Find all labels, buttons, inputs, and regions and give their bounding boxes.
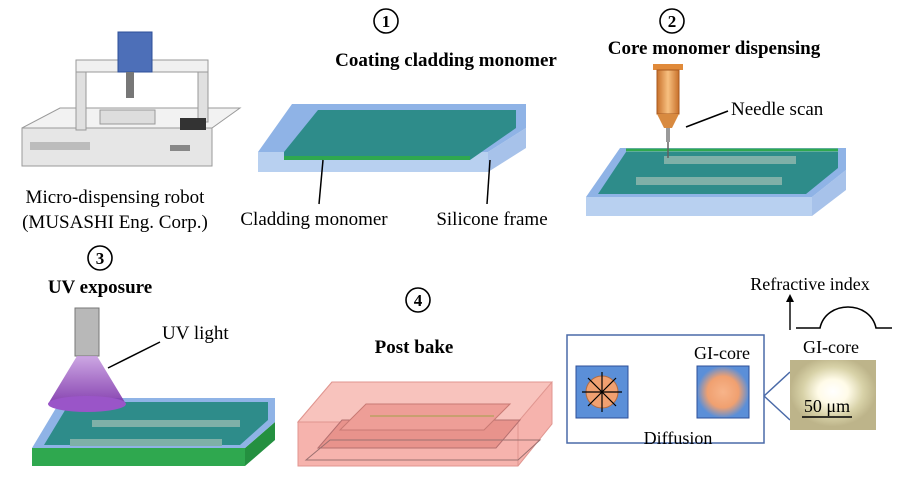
step-1-number: 1: [373, 8, 399, 34]
frame-leader-line: [486, 159, 491, 205]
gi-core-photo: [790, 360, 876, 430]
gi-core-small-label: GI-core: [694, 343, 750, 363]
svg-text:2: 2: [668, 12, 677, 31]
syringe-icon: [653, 64, 683, 158]
step-3-number: 3: [87, 245, 113, 271]
step-2-substrate: [586, 148, 846, 216]
step-1-cladding-substrate: [258, 104, 526, 172]
refractive-index-label: Refractive index: [750, 274, 869, 294]
step-2-title: Core monomer dispensing: [608, 38, 821, 59]
svg-text:1: 1: [382, 12, 391, 31]
svg-text:4: 4: [414, 291, 423, 310]
svg-text:3: 3: [96, 249, 105, 268]
cladding-monomer-label: Cladding monomer: [240, 209, 388, 230]
diffusion-label: Diffusion: [644, 428, 713, 448]
step-4-number: 4: [405, 287, 431, 313]
step-3-substrate: [32, 398, 275, 466]
needle-scan-label: Needle scan: [731, 99, 824, 120]
uv-light-label: UV light: [162, 323, 229, 344]
uv-lamp-icon: [48, 307, 126, 412]
scale-bar-label: 50 μm: [804, 396, 850, 416]
silicone-frame-label: Silicone frame: [436, 209, 547, 230]
step-4-title: Post bake: [375, 337, 454, 358]
diffusion-box: [566, 334, 791, 444]
step-2-number: 2: [659, 8, 685, 34]
cladding-leader-line: [318, 159, 324, 205]
robot-caption-line2: (MUSASHI Eng. Corp.): [22, 212, 208, 233]
step-3-title: UV exposure: [48, 277, 152, 298]
robot-caption-line1: Micro-dispensing robot: [26, 187, 206, 208]
step-4-bake-box: [296, 381, 554, 467]
needle-leader-line: [685, 110, 729, 128]
dispensing-robot-image: [21, 31, 242, 167]
gi-core-photo-label: GI-core: [803, 337, 859, 357]
uv-leader-line: [107, 341, 161, 369]
step-1-title: Coating cladding monomer: [335, 50, 557, 71]
refractive-index-profile: [786, 294, 892, 330]
